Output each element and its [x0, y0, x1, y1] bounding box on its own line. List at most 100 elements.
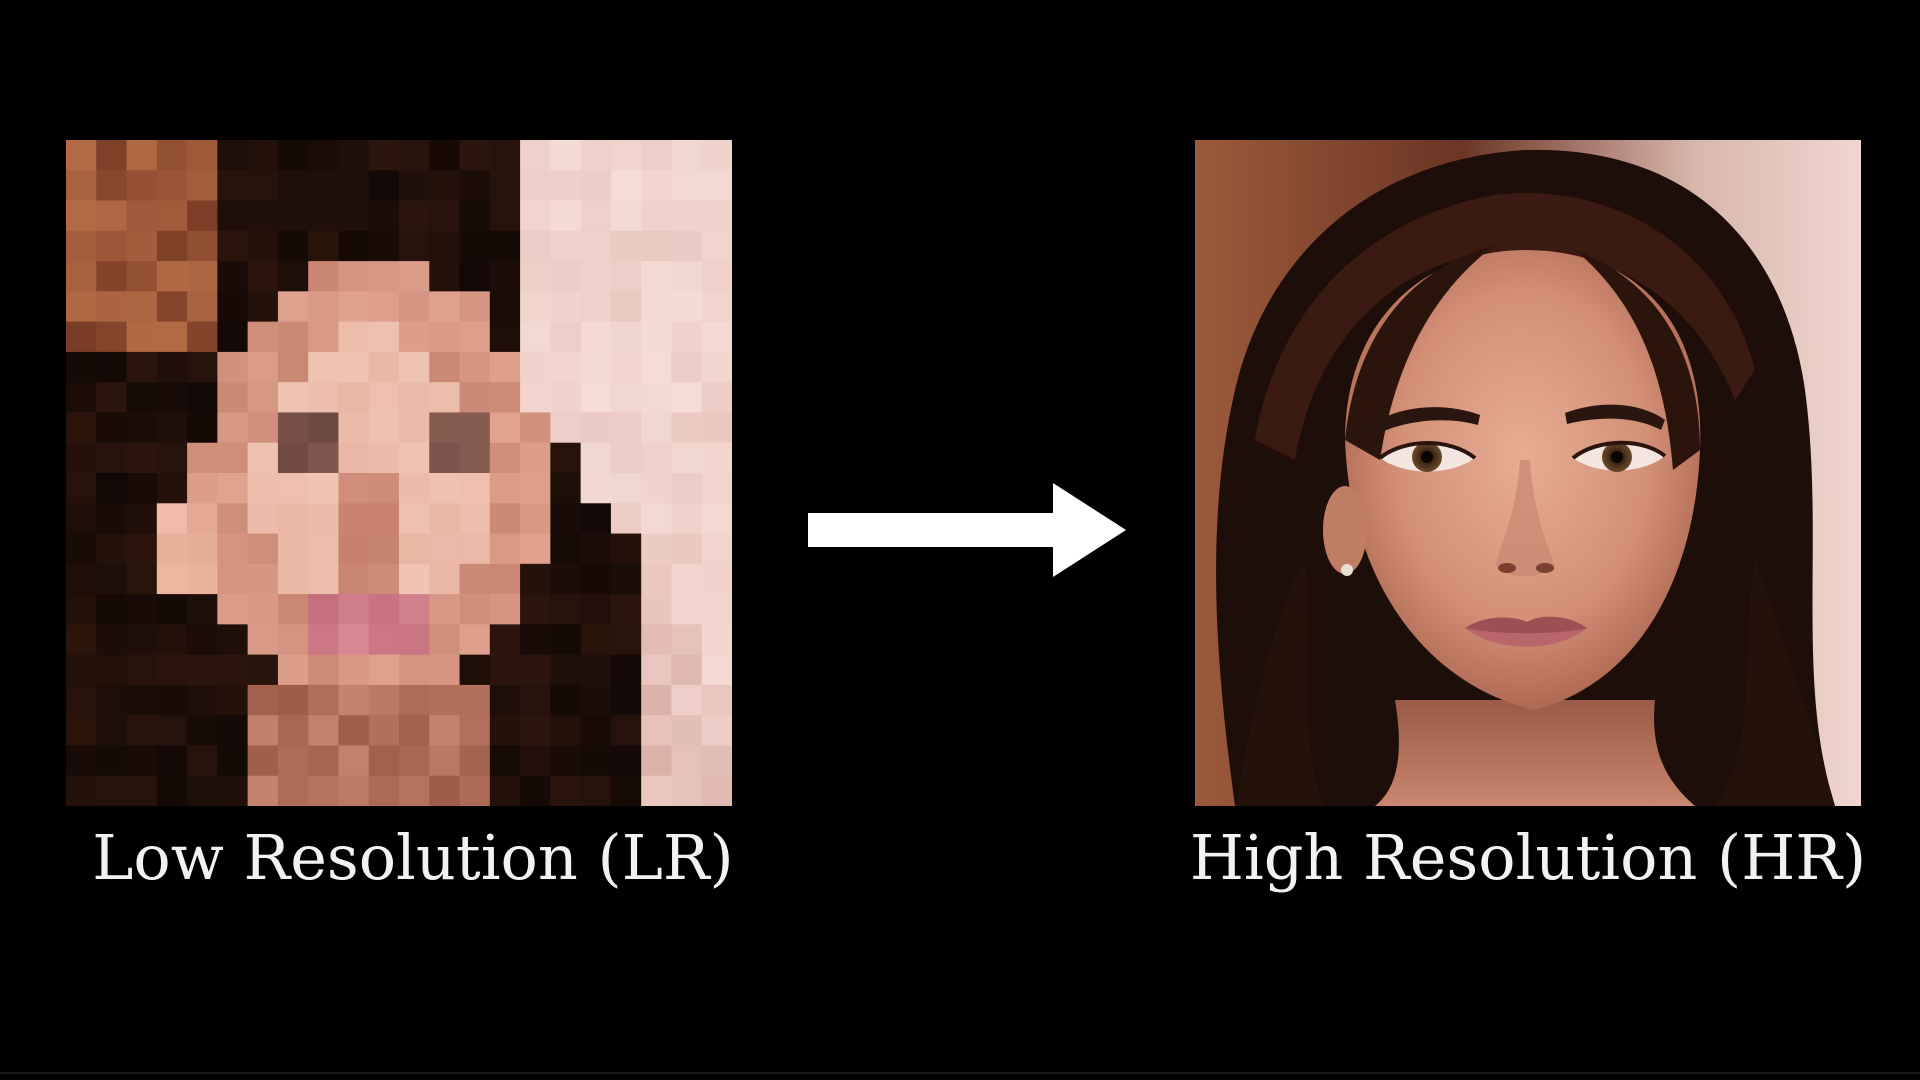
mosaic-pixel [247, 321, 279, 353]
mosaic-pixel [66, 503, 97, 535]
mosaic-pixel [277, 715, 309, 747]
mosaic-pixel [247, 594, 279, 625]
mosaic-pixel [671, 412, 703, 444]
mosaic-pixel [701, 140, 732, 171]
mosaic-pixel [308, 745, 340, 777]
mosaic-pixel [247, 563, 279, 595]
mosaic-pixel [126, 715, 158, 747]
mosaic-pixel [338, 654, 370, 686]
mosaic-pixel [187, 442, 218, 474]
mosaic-pixel [580, 503, 612, 535]
mosaic-pixel [308, 624, 340, 656]
mosaic-pixel [66, 291, 97, 323]
mosaic-pixel [610, 594, 642, 625]
mosaic-pixel [368, 715, 400, 747]
mosaic-pixel [247, 745, 279, 777]
mosaic-pixel [550, 291, 582, 323]
mosaic-pixel [338, 412, 370, 444]
mosaic-pixel [217, 533, 249, 565]
mosaic-pixel [550, 261, 582, 292]
mosaic-pixel [489, 351, 521, 383]
mosaic-pixel [308, 382, 340, 414]
mosaic-pixel [641, 261, 673, 292]
mosaic-pixel [338, 684, 370, 716]
mosaic-pixel [580, 563, 612, 595]
mosaic-pixel [550, 533, 582, 565]
mosaic-pixel [641, 230, 673, 262]
mosaic-pixel [126, 382, 158, 414]
mosaic-pixel [277, 140, 309, 171]
mosaic-pixel [701, 261, 732, 292]
mosaic-pixel [580, 321, 612, 353]
mosaic-pixel [429, 503, 461, 535]
mosaic-pixel [187, 503, 218, 535]
mosaic-pixel [96, 321, 128, 353]
mosaic-pixel [247, 200, 279, 232]
mosaic-pixel [520, 503, 551, 535]
mosaic-pixel [247, 533, 279, 565]
mosaic-pixel [156, 533, 188, 565]
mosaic-pixel [610, 624, 642, 656]
mosaic-pixel [701, 230, 732, 262]
mosaic-pixel [66, 654, 97, 686]
mosaic-pixel [217, 624, 249, 656]
mosaic-pixel [580, 351, 612, 383]
mosaic-pixel [368, 351, 400, 383]
mosaic-pixel [338, 230, 370, 262]
mosaic-pixel [429, 594, 461, 625]
mosaic-pixel [66, 775, 97, 806]
mosaic-pixel [520, 775, 551, 806]
mosaic-pixel [459, 321, 491, 353]
mosaic-pixel [580, 230, 612, 262]
mosaic-pixel [399, 594, 430, 625]
mosaic-pixel [66, 321, 97, 353]
mosaic-pixel [247, 382, 279, 414]
mosaic-pixel [610, 654, 642, 686]
mosaic-pixel [701, 473, 732, 504]
mosaic-pixel [308, 654, 340, 686]
mosaic-pixel [520, 321, 551, 353]
mosaic-pixel [671, 654, 703, 686]
mosaic-pixel [66, 140, 97, 171]
mosaic-pixel [156, 473, 188, 504]
mosaic-pixel [368, 594, 400, 625]
mosaic-pixel [217, 200, 249, 232]
mosaic-pixel [156, 200, 188, 232]
mosaic-pixel [610, 715, 642, 747]
mosaic-pixel [580, 624, 612, 656]
mosaic-pixel [489, 503, 521, 535]
mosaic-pixel [701, 351, 732, 383]
mosaic-pixel [217, 775, 249, 806]
mosaic-pixel [520, 624, 551, 656]
mosaic-pixel [550, 624, 582, 656]
mosaic-pixel [66, 684, 97, 716]
mosaic-pixel [126, 412, 158, 444]
mosaic-pixel [580, 261, 612, 292]
mosaic-pixel [96, 473, 128, 504]
mosaic-pixel [247, 715, 279, 747]
mosaic-pixel [550, 563, 582, 595]
mosaic-pixel [550, 412, 582, 444]
mosaic-pixel [247, 442, 279, 474]
mosaic-pixel [156, 624, 188, 656]
mosaic-pixel [368, 321, 400, 353]
mosaic-pixel [156, 442, 188, 474]
mosaic-pixel [520, 745, 551, 777]
mosaic-pixel [308, 715, 340, 747]
mosaic-pixel [459, 412, 491, 444]
mosaic-pixel [277, 351, 309, 383]
mosaic-pixel [247, 684, 279, 716]
mosaic-pixel [217, 715, 249, 747]
mosaic-pixel [66, 563, 97, 595]
mosaic-pixel [126, 745, 158, 777]
mosaic-pixel [429, 473, 461, 504]
mosaic-pixel [429, 775, 461, 806]
mosaic-pixel [368, 503, 400, 535]
mosaic-pixel [156, 321, 188, 353]
mosaic-pixel [308, 775, 340, 806]
mosaic-pixel [610, 412, 642, 444]
mosaic-pixel [96, 230, 128, 262]
mosaic-pixel [96, 715, 128, 747]
mosaic-pixel [671, 715, 703, 747]
mosaic-pixel [701, 684, 732, 716]
